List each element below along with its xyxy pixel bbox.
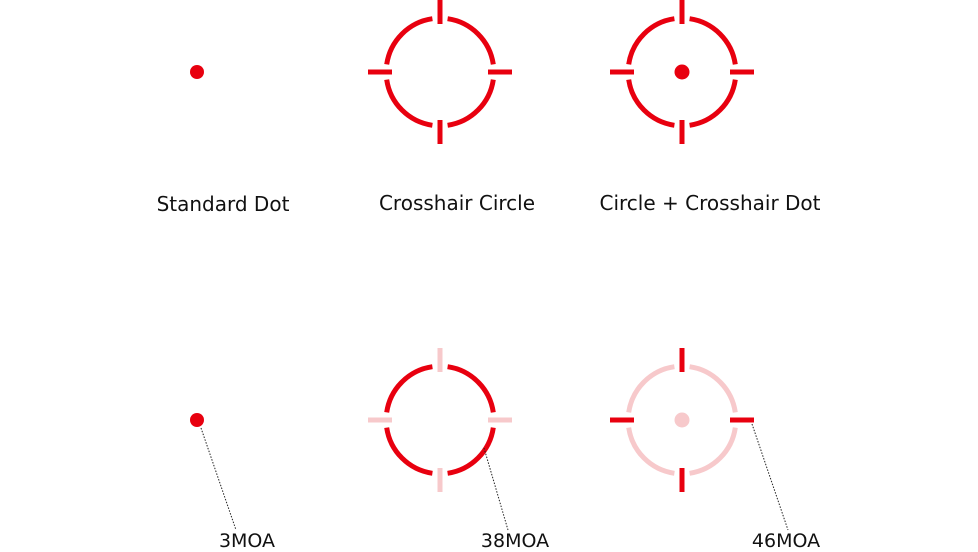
moa-label-circle: 38MOA <box>480 530 550 552</box>
faded-circle-arcs <box>626 364 738 476</box>
moa-label-crosshair: 46MOA <box>751 530 821 552</box>
leader-line <box>200 427 237 531</box>
faded-center-dot <box>674 412 690 428</box>
center-dot <box>190 413 204 427</box>
highlighted-crosshair-ticks <box>610 348 754 492</box>
leader-line <box>483 447 509 531</box>
crosshair-circle-reticle-icon <box>368 0 512 144</box>
circle-crosshair-dot-reticle-icon <box>610 0 754 144</box>
center-dot <box>674 64 690 80</box>
crosshair-ticks <box>368 0 512 144</box>
reticle-label-standard-dot: Standard Dot <box>156 192 290 216</box>
center-dot <box>190 65 204 79</box>
reticle-label-circle-crosshair-dot: Circle + Crosshair Dot <box>599 191 821 215</box>
crosshair-size-reticle-icon <box>610 348 789 531</box>
circle-arcs <box>626 16 738 128</box>
dot-size-reticle-icon <box>190 413 237 531</box>
highlighted-circle-arcs <box>384 364 496 476</box>
reticle-label-crosshair-circle: Crosshair Circle <box>378 191 536 215</box>
circle-size-reticle-icon <box>368 348 512 531</box>
leader-line <box>751 423 789 531</box>
moa-label-dot: 3MOA <box>218 530 276 552</box>
crosshair-ticks <box>610 0 754 144</box>
faded-crosshair-ticks <box>368 348 512 492</box>
standard-dot-reticle-icon <box>190 65 204 79</box>
circle-arcs <box>384 16 496 128</box>
